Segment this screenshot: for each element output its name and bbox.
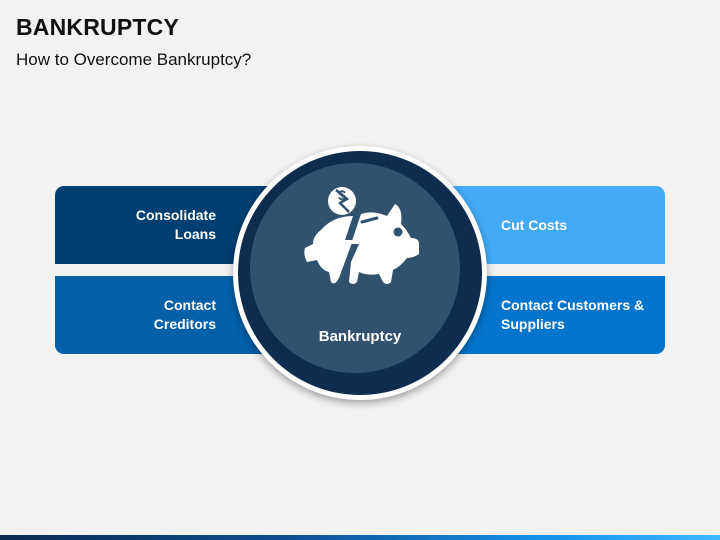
- footer-bar: [0, 535, 720, 540]
- svg-text:$: $: [338, 187, 346, 203]
- center-label: Bankruptcy: [318, 328, 402, 345]
- box-label: Contact Creditors: [153, 297, 216, 332]
- box-label: Consolidate Loans: [135, 207, 216, 242]
- slide-subtitle: How to Overcome Bankruptcy?: [16, 50, 252, 69]
- broken-piggy-bank-icon: $: [304, 187, 419, 284]
- box-label: Contact Customers & Suppliers: [501, 297, 645, 332]
- center-circle: $ Bankruptcy: [233, 146, 487, 400]
- box-label: Cut Costs: [501, 216, 568, 233]
- slide-title: BANKRUPTCY: [16, 14, 179, 40]
